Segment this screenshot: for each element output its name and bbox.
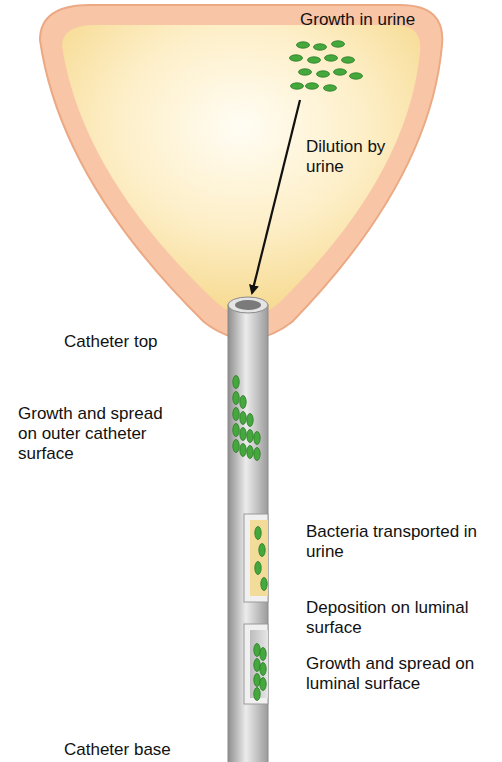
- bacterium: [254, 644, 260, 657]
- bacterium: [260, 663, 266, 676]
- cutaway-wall-1: [244, 514, 268, 602]
- cutaway-urine: [250, 520, 268, 596]
- bacterium: [306, 83, 319, 89]
- dilution-arrow: [252, 100, 300, 293]
- bacterium: [334, 69, 347, 75]
- growth-urine-label: Growth in urine: [300, 10, 480, 30]
- bacterium: [291, 83, 304, 89]
- catheter-lumen: [235, 300, 261, 310]
- bacterium: [233, 408, 239, 421]
- bacteria-transported: [255, 527, 267, 591]
- bacterium: [314, 44, 327, 50]
- catheter-top-rim: [228, 297, 268, 313]
- bladder-wall: [40, 5, 442, 339]
- bacterium: [260, 678, 266, 691]
- bacterium: [247, 430, 253, 443]
- bacterium: [233, 424, 239, 437]
- bacterium: [254, 688, 260, 701]
- bacterium: [255, 562, 261, 575]
- bladder-urine: [62, 25, 420, 316]
- bacterium: [255, 527, 261, 540]
- bacterium: [261, 578, 267, 591]
- bacterium: [240, 428, 246, 441]
- bacterium: [350, 73, 363, 79]
- bacterium: [254, 674, 260, 687]
- catheter-tube: [228, 305, 268, 762]
- bacterium: [332, 41, 345, 47]
- bacterium: [254, 432, 260, 445]
- bacteria-luminal-surface: [254, 644, 266, 701]
- catheter-top-label: Catheter top: [64, 332, 204, 352]
- bacterium: [342, 57, 355, 63]
- dilution-label: Dilution by urine: [306, 137, 386, 177]
- bacteria-in-urine: [290, 41, 363, 91]
- bacterium: [299, 69, 312, 75]
- deposition-label: Deposition on luminal surface: [306, 598, 491, 638]
- cutaway-wall-2: [244, 624, 268, 704]
- bacterium: [260, 648, 266, 661]
- bacterium: [240, 412, 246, 425]
- catheter-base-label: Catheter base: [64, 740, 204, 760]
- bacterium: [290, 55, 303, 61]
- cutaway-lumen: [250, 630, 268, 698]
- bacterium: [254, 448, 260, 461]
- bacterium: [308, 57, 321, 63]
- bacterium: [247, 446, 253, 459]
- bacterium: [240, 444, 246, 457]
- bacterium: [324, 85, 337, 91]
- luminal-growth-label: Growth and spread on luminal surface: [306, 654, 491, 694]
- transport-label: Bacteria transported in urine: [306, 522, 491, 562]
- bacterium: [317, 71, 330, 77]
- bacteria-outer-surface: [233, 376, 260, 461]
- bacterium: [254, 659, 260, 672]
- bacterium: [259, 544, 265, 557]
- bacterium: [233, 376, 239, 389]
- bacterium: [247, 414, 253, 427]
- bacterium: [233, 392, 239, 405]
- outer-growth-label: Growth and spread on outer catheter surf…: [18, 404, 170, 464]
- bacterium: [233, 440, 239, 453]
- bacterium: [297, 42, 310, 48]
- bacterium: [325, 55, 338, 61]
- bacterium: [240, 396, 246, 409]
